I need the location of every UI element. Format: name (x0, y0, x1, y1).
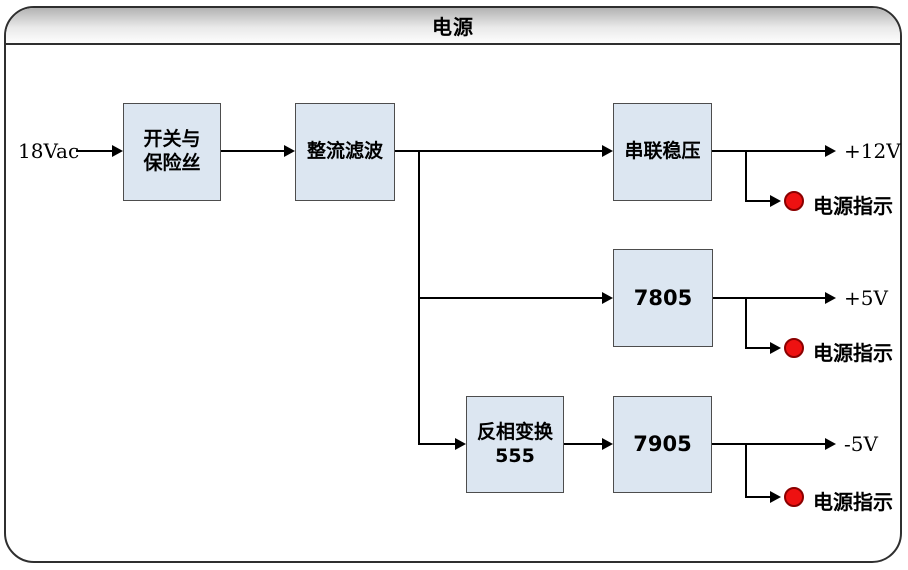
led-indicator-label: 电源指示 (813, 194, 893, 218)
connector-line (418, 297, 603, 299)
arrowhead-icon (825, 438, 836, 450)
connector-line (745, 347, 771, 349)
arrowhead-icon (602, 145, 613, 157)
power-led-icon (784, 487, 804, 507)
diagram-title: 电源 (432, 15, 474, 39)
led-indicator-label: 电源指示 (813, 490, 893, 514)
arrowhead-icon (455, 438, 466, 450)
title-bar: 电源 (6, 8, 900, 45)
output-label-minus5v: -5V (844, 432, 878, 456)
connector-line (745, 200, 771, 202)
output-label-plus5v: +5V (844, 286, 888, 310)
arrowhead-icon (770, 195, 781, 207)
arrowhead-icon (602, 438, 613, 450)
arrowhead-icon (602, 292, 613, 304)
block-7905: 7905 (613, 396, 712, 493)
connector-line (712, 150, 826, 152)
arrowhead-icon (112, 145, 123, 157)
connector-line (712, 443, 826, 445)
connector-line (76, 150, 113, 152)
connector-line (395, 150, 603, 152)
connector-line (745, 150, 747, 201)
connector-line (745, 297, 747, 349)
power-led-icon (784, 338, 804, 358)
block-switch-fuse: 开关与 保险丝 (123, 103, 221, 201)
block-rectifier-filter: 整流滤波 (295, 103, 395, 201)
arrowhead-icon (825, 292, 836, 304)
block-inverter-555: 反相变换 555 (466, 396, 564, 493)
arrowhead-icon (284, 145, 295, 157)
connector-line (564, 443, 603, 445)
connector-line (745, 443, 747, 497)
diagram-frame: 电源 (4, 6, 902, 563)
block-series-regulator: 串联稳压 (613, 103, 712, 201)
connector-line (221, 150, 285, 152)
connector-line (745, 496, 771, 498)
arrowhead-icon (770, 342, 781, 354)
arrowhead-icon (825, 145, 836, 157)
block-7805: 7805 (613, 249, 713, 347)
output-label-plus12v: +12V (844, 139, 901, 163)
led-indicator-label: 电源指示 (813, 341, 893, 365)
power-led-icon (784, 191, 804, 211)
input-voltage-label: 18Vac (18, 139, 80, 163)
arrowhead-icon (770, 491, 781, 503)
connector-line (713, 297, 826, 299)
connector-line (418, 443, 456, 445)
